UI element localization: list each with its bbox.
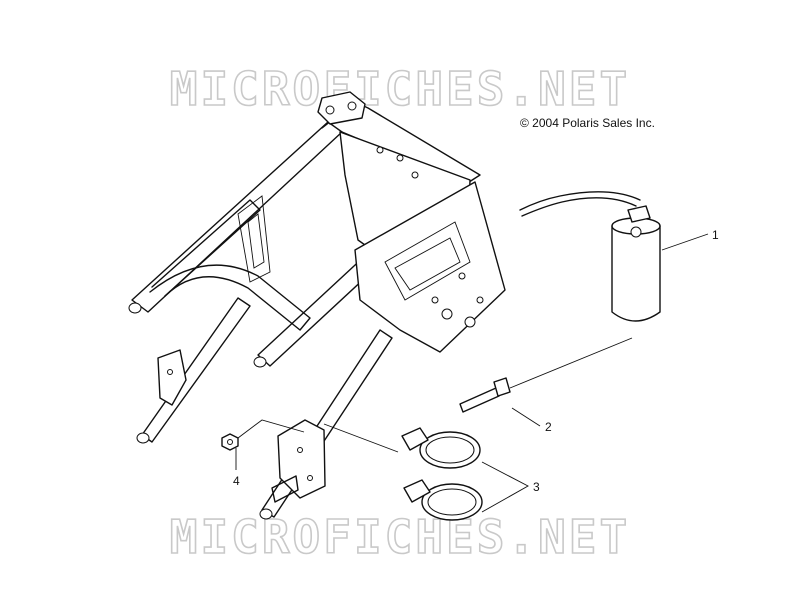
part-3-clamps [401, 427, 483, 521]
frame-center-down-tube [261, 329, 393, 518]
eyelet [253, 356, 267, 368]
leader-2 [511, 407, 541, 427]
part-1-canister [519, 191, 661, 322]
leader-1 [661, 233, 709, 251]
canister-hose [519, 191, 641, 211]
frame-upper-tube-2 [151, 199, 261, 297]
eyelet [259, 508, 273, 520]
frame-front-plate [354, 181, 506, 353]
callout-1: 1 [712, 228, 719, 242]
callout-3: 3 [533, 480, 540, 494]
callout-4: 4 [233, 474, 240, 488]
leader-3b [323, 423, 399, 453]
frame-upper-mount [317, 91, 366, 125]
leader-lines [235, 233, 709, 513]
callout-2: 2 [545, 420, 552, 434]
leader-2b [509, 337, 633, 389]
frame-left-bracket [157, 349, 187, 406]
eyelet [136, 432, 150, 444]
leader-4b [237, 419, 305, 439]
copyright-notice: © 2004 Polaris Sales Inc. [520, 116, 655, 130]
leader-3 [481, 461, 529, 513]
part-4-nut [221, 433, 239, 451]
frame-left-side-plate [237, 195, 271, 283]
frame-loop-tube [149, 264, 311, 331]
part-2-bolt [459, 377, 511, 413]
frame-assembly [128, 91, 506, 520]
eyelet [128, 302, 142, 314]
